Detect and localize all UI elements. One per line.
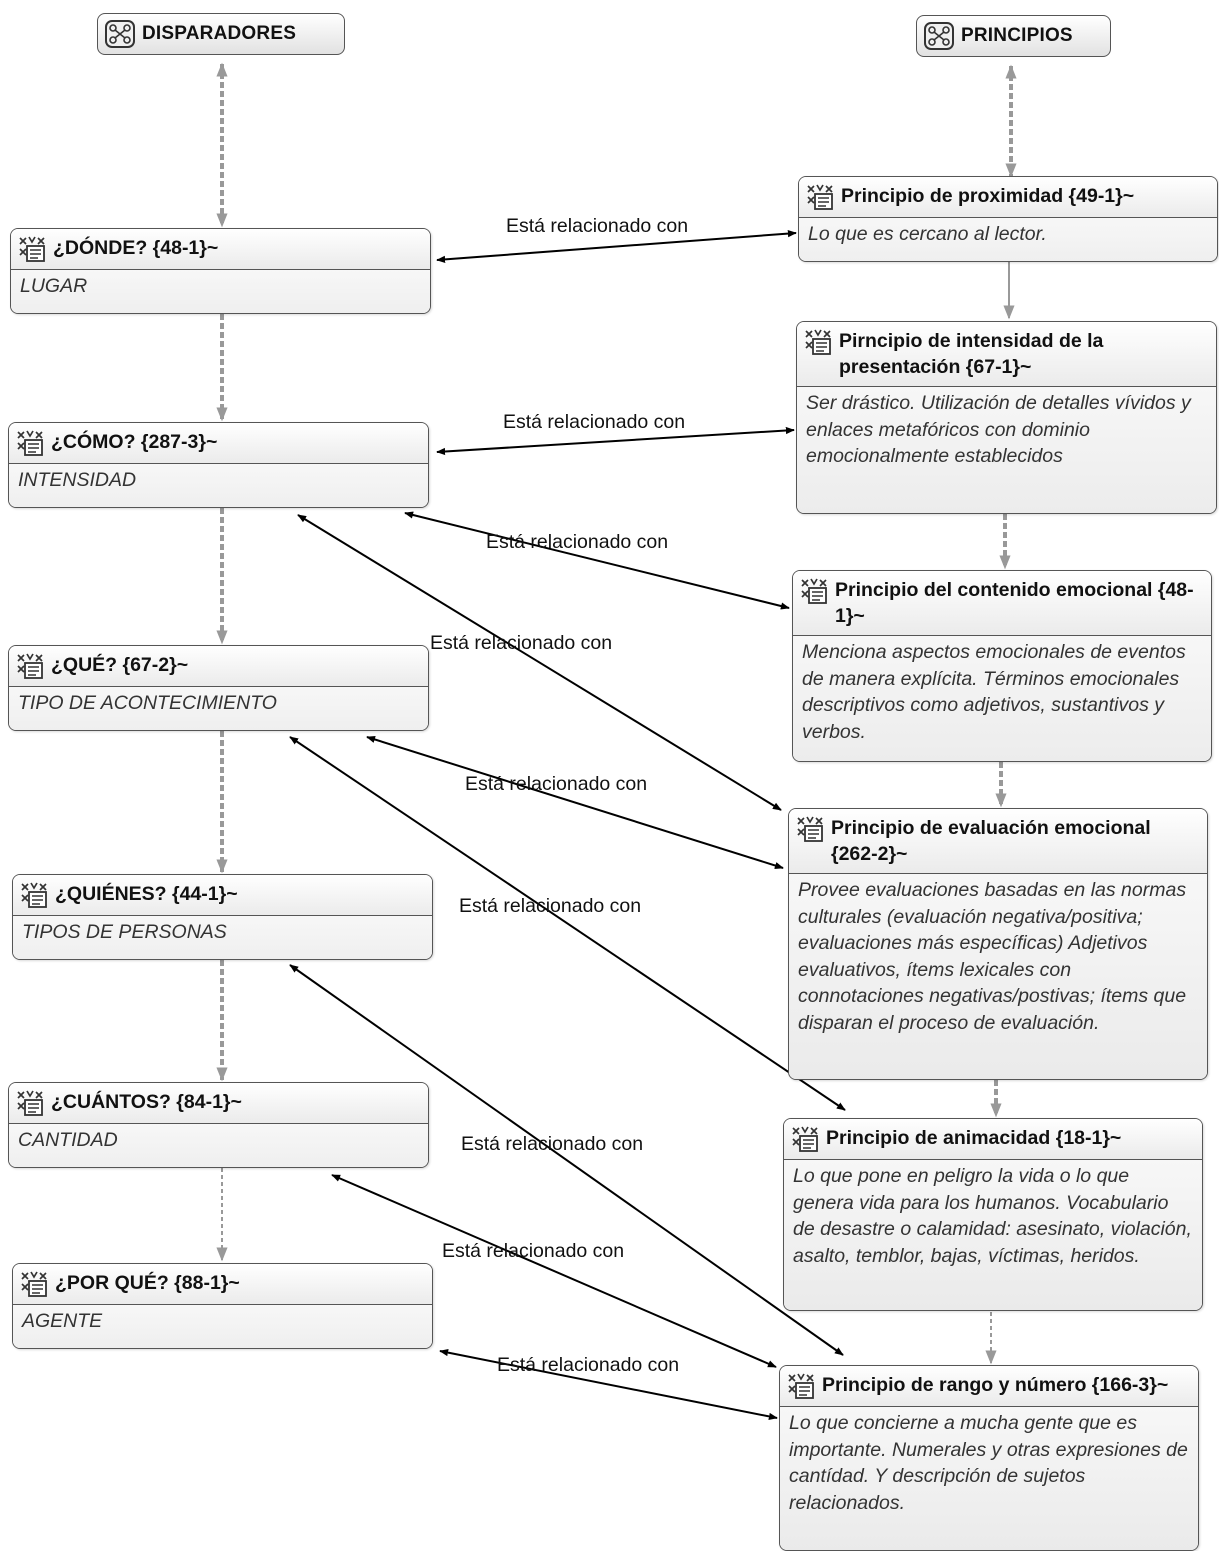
code-comment: Lo que pone en peligro la vida o lo que … bbox=[784, 1160, 1202, 1310]
code-memo-icon bbox=[19, 881, 49, 909]
family-network-icon bbox=[923, 21, 955, 51]
code-memo-icon bbox=[795, 815, 825, 843]
code-title: ¿QUIÉNES? {44-1}~ bbox=[55, 883, 238, 905]
relation-label: Está relacionado con bbox=[486, 531, 669, 553]
code-comment: Lo que es cercano al lector. bbox=[799, 218, 1217, 261]
relation-label: Está relacionado con bbox=[461, 1133, 644, 1155]
relation-link bbox=[436, 230, 797, 263]
code-node-donde[interactable]: ¿DÓNDE? {48-1}~ LUGAR bbox=[10, 228, 431, 314]
relation-label: Está relacionado con bbox=[506, 215, 689, 237]
code-node-porque[interactable]: ¿POR QUÉ? {88-1}~ AGENTE bbox=[12, 1263, 433, 1349]
code-node-animacidad[interactable]: Principio de animacidad {18-1}~ Lo que p… bbox=[783, 1118, 1203, 1311]
relation-label: Está relacionado con bbox=[497, 1354, 680, 1376]
code-comment: TIPOS DE PERSONAS bbox=[13, 916, 432, 959]
relation-label: Está relacionado con bbox=[503, 411, 686, 433]
code-memo-icon bbox=[799, 577, 829, 605]
code-comment: Menciona aspectos emocionales de eventos… bbox=[793, 636, 1211, 761]
code-comment: Lo que concierne a mucha gente que es im… bbox=[780, 1407, 1198, 1550]
code-memo-icon bbox=[805, 183, 835, 211]
code-node-cuantos[interactable]: ¿CUÁNTOS? {84-1}~ CANTIDAD bbox=[8, 1082, 429, 1168]
code-node-proximidad[interactable]: Principio de proximidad {49-1}~ Lo que e… bbox=[798, 176, 1218, 262]
relation-link bbox=[439, 1349, 778, 1420]
code-comment: INTENSIDAD bbox=[9, 464, 428, 507]
code-title: Principio de animacidad {18-1}~ bbox=[826, 1127, 1122, 1149]
code-memo-icon bbox=[15, 652, 45, 680]
family-node-principios[interactable]: PRINCIPIOS bbox=[916, 15, 1111, 57]
family-label: PRINCIPIOS bbox=[961, 25, 1073, 46]
code-node-contenido[interactable]: Principio del contenido emocional {48-1}… bbox=[792, 570, 1212, 762]
code-comment: Ser drástico. Utilización de detalles ví… bbox=[797, 387, 1216, 513]
code-title: Pirncipio de intensidad de la presentaci… bbox=[839, 330, 1104, 378]
code-comment: AGENTE bbox=[13, 1305, 432, 1348]
relation-label: Está relacionado con bbox=[430, 632, 613, 654]
code-title: Principio de proximidad {49-1}~ bbox=[841, 185, 1135, 207]
code-memo-icon bbox=[15, 1089, 45, 1117]
code-node-evaluacion[interactable]: Principio de evaluación emocional {262-2… bbox=[788, 808, 1208, 1080]
family-network-icon bbox=[104, 19, 136, 49]
code-node-como[interactable]: ¿CÓMO? {287-3}~ INTENSIDAD bbox=[8, 422, 429, 508]
family-node-disparadores[interactable]: DISPARADORES bbox=[97, 13, 345, 55]
code-title: ¿CÓMO? {287-3}~ bbox=[51, 431, 218, 453]
code-comment: CANTIDAD bbox=[9, 1124, 428, 1167]
code-comment: Provee evaluaciones basadas en las norma… bbox=[789, 874, 1207, 1079]
code-node-que[interactable]: ¿QUÉ? {67-2}~ TIPO DE ACONTECIMIENTO bbox=[8, 645, 429, 731]
code-title: ¿POR QUÉ? {88-1}~ bbox=[55, 1272, 240, 1294]
code-memo-icon bbox=[786, 1372, 816, 1400]
code-memo-icon bbox=[19, 1270, 49, 1298]
code-memo-icon bbox=[15, 429, 45, 457]
code-title: ¿CUÁNTOS? {84-1}~ bbox=[51, 1091, 242, 1113]
code-title: Principio del contenido emocional {48-1}… bbox=[835, 579, 1194, 627]
relation-label: Está relacionado con bbox=[442, 1240, 625, 1262]
code-memo-icon bbox=[803, 328, 833, 356]
family-label: DISPARADORES bbox=[142, 23, 297, 44]
code-title: Principio de evaluación emocional {262-2… bbox=[831, 817, 1151, 865]
code-memo-icon bbox=[17, 235, 47, 263]
relation-label: Está relacionado con bbox=[459, 895, 642, 917]
code-title: Principio de rango y número {166-3}~ bbox=[822, 1374, 1169, 1396]
relation-link bbox=[331, 1174, 777, 1368]
code-title: ¿QUÉ? {67-2}~ bbox=[51, 654, 189, 676]
relation-link bbox=[366, 735, 784, 870]
code-comment: TIPO DE ACONTECIMIENTO bbox=[9, 687, 428, 730]
code-node-intensidad[interactable]: Pirncipio de intensidad de la presentaci… bbox=[796, 321, 1217, 514]
relation-label: Está relacionado con bbox=[465, 773, 648, 795]
relation-link bbox=[436, 426, 795, 456]
code-node-quienes[interactable]: ¿QUIÉNES? {44-1}~ TIPOS DE PERSONAS bbox=[12, 874, 433, 960]
relation-link bbox=[404, 511, 790, 610]
code-node-rango[interactable]: Principio de rango y número {166-3}~ Lo … bbox=[779, 1365, 1199, 1551]
code-title: ¿DÓNDE? {48-1}~ bbox=[53, 237, 219, 259]
code-memo-icon bbox=[790, 1125, 820, 1153]
code-comment: LUGAR bbox=[11, 270, 430, 313]
